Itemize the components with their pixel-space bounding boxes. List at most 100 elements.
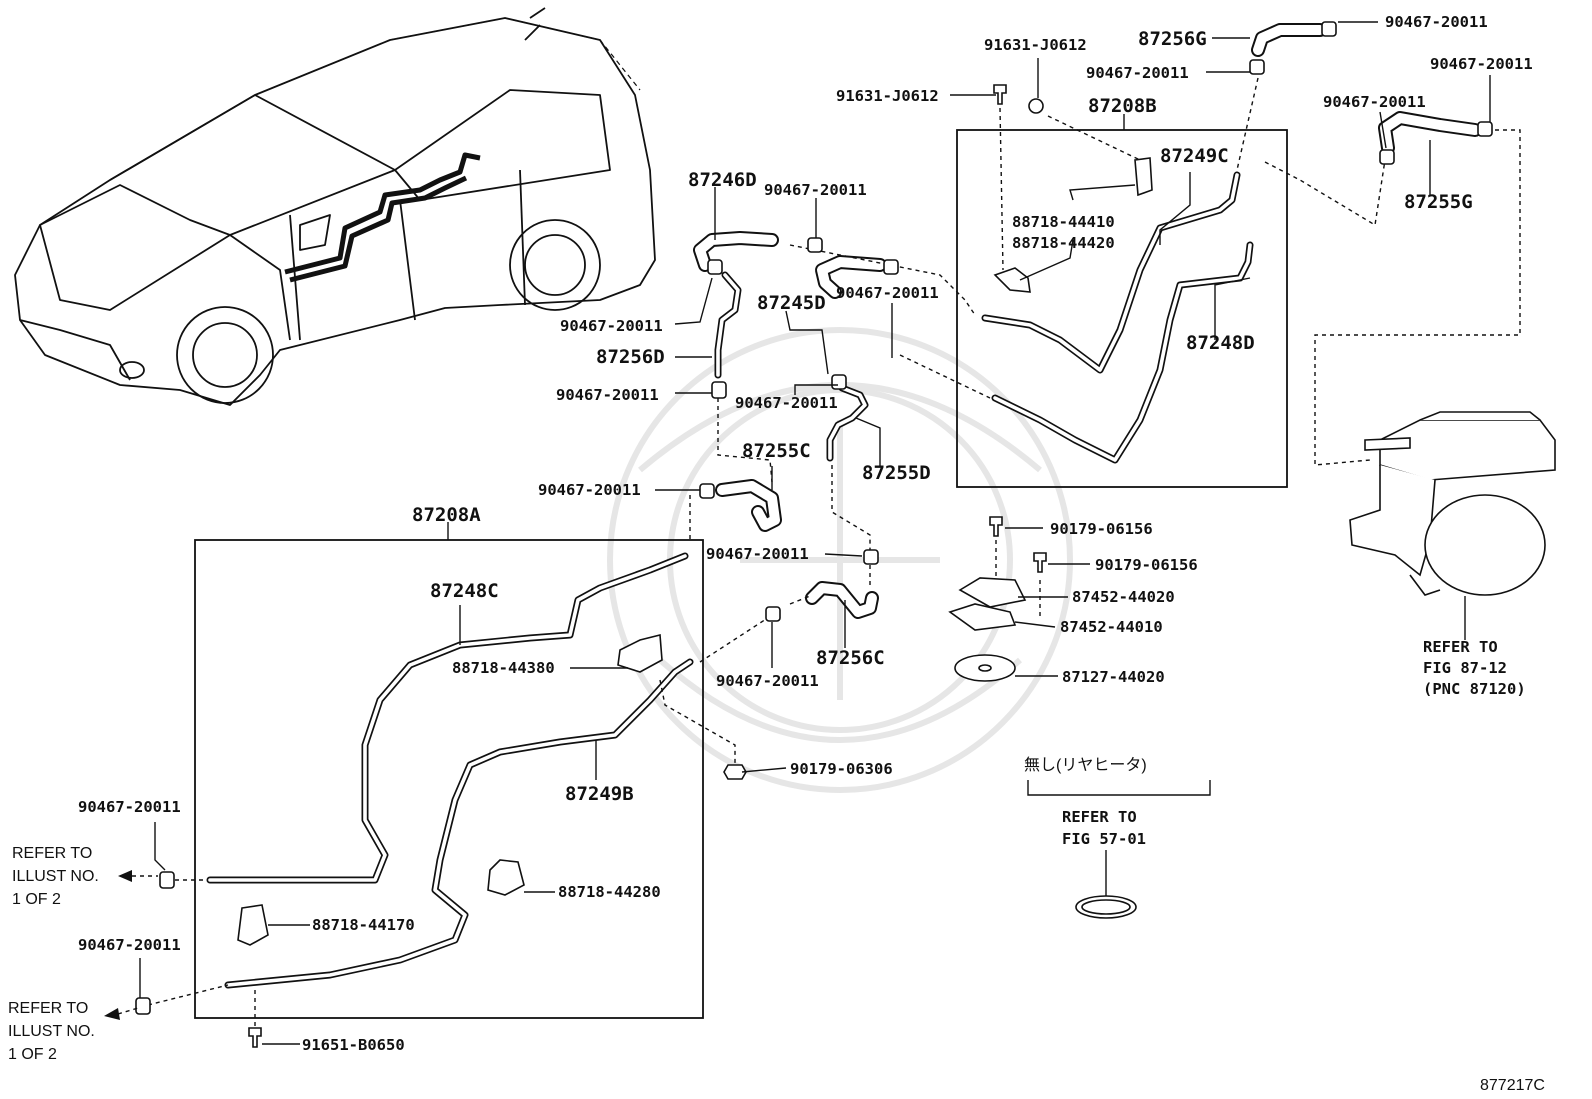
hose-87256c	[805, 581, 879, 619]
label-87249b: 87249B	[565, 783, 634, 805]
label-88718-44380: 88718-44380	[452, 659, 555, 677]
label-88718-44410: 88718-44410	[1012, 213, 1115, 231]
label-90179-06156: 90179-06156	[1095, 556, 1198, 574]
vehicle-illustration	[14, 7, 656, 406]
assembly-box-87208b	[956, 129, 1288, 488]
refer-fig-57-01-line2: FIG 57-01	[1062, 830, 1146, 848]
bracket-icon	[237, 904, 269, 946]
refer-fig-57-01-line1: REFER TO	[1062, 808, 1137, 826]
refer-illust-bottom-line2: ILLUST NO.	[8, 1023, 95, 1040]
refer-arrows	[104, 870, 158, 1020]
pipe-87248d	[991, 241, 1254, 464]
label-clamp: 90467-20011	[78, 798, 181, 816]
label-87256d: 87256D	[596, 346, 665, 368]
refer-illust-bottom-line1: REFER TO	[8, 1000, 88, 1017]
label-87245d: 87245D	[757, 292, 826, 314]
clamp-icon	[883, 259, 899, 275]
label-clamp: 90467-20011	[706, 545, 809, 563]
label-87127-44020: 87127-44020	[1062, 668, 1165, 686]
pipe-87249b	[224, 658, 694, 989]
clamp-icon	[1321, 21, 1337, 37]
label-87452-44010: 87452-44010	[1060, 618, 1163, 636]
clamp-icon	[135, 997, 151, 1015]
label-clamp: 90467-20011	[764, 181, 867, 199]
refer-illust-top-line3: 1 OF 2	[12, 891, 61, 908]
label-91631-j0612: 91631-J0612	[984, 36, 1087, 54]
refer-fig-87-12-line2: FIG 87-12	[1423, 659, 1507, 677]
bracket-icon	[617, 633, 663, 673]
label-clamp: 90467-20011	[538, 481, 641, 499]
clamp-icon	[699, 483, 715, 499]
bolt-icon	[1033, 552, 1047, 573]
bracket-icon	[993, 267, 1031, 293]
grommet-icon	[978, 664, 992, 672]
clamp-icons	[135, 21, 1493, 1048]
hose-87255d	[826, 384, 869, 462]
refer-illust-bottom-line3: 1 OF 2	[8, 1046, 57, 1063]
clamp-icon	[711, 381, 727, 399]
bolt-icon	[993, 84, 1007, 105]
label-87248d: 87248D	[1186, 332, 1255, 354]
label-clamp: 90467-20011	[1385, 13, 1488, 31]
label-87248c: 87248C	[430, 580, 499, 602]
rear-heater-unit	[1349, 411, 1556, 596]
bracket-icon	[487, 859, 525, 896]
label-clamp: 90467-20011	[1086, 64, 1189, 82]
hose-87256d	[714, 271, 742, 379]
o-ring-icon	[1081, 899, 1131, 915]
label-87246d: 87246D	[688, 169, 757, 191]
clamp-icon	[1379, 149, 1395, 165]
label-87208a: 87208A	[412, 504, 481, 526]
clamp-icon	[863, 549, 879, 565]
label-clamp: 90467-20011	[78, 936, 181, 954]
figure-id: 877217C	[1480, 1077, 1545, 1094]
label-91651-b0650: 91651-B0650	[302, 1036, 405, 1054]
label-clamp: 90467-20011	[716, 672, 819, 690]
hose-87245d	[815, 255, 887, 299]
clamp-icon	[707, 259, 723, 275]
label-87208b: 87208B	[1088, 95, 1157, 117]
dashed-connections	[147, 77, 1521, 1028]
condition-note: 無し(リヤヒータ)	[1024, 756, 1147, 774]
nut-icon	[723, 764, 747, 780]
label-88718-44170: 88718-44170	[312, 916, 415, 934]
label-clamp: 90467-20011	[1430, 55, 1533, 73]
plate-icon	[958, 577, 1027, 608]
hose-87255g	[1378, 111, 1482, 155]
bolt-icon	[989, 516, 1003, 537]
label-87249c: 87249C	[1160, 145, 1229, 167]
label-91631-j0612: 91631-J0612	[836, 87, 939, 105]
clamp-icon	[159, 871, 175, 889]
label-87256g: 87256G	[1138, 28, 1207, 50]
clamp-icon	[1249, 59, 1265, 75]
pipe-87249c	[981, 171, 1241, 374]
label-87255g: 87255G	[1404, 191, 1473, 213]
label-87256c: 87256C	[816, 647, 885, 669]
label-clamp: 90467-20011	[1323, 93, 1426, 111]
bracket-icon	[1134, 157, 1153, 197]
label-clamp: 90467-20011	[836, 284, 939, 302]
labels: 87208A 87208B 87246D 90467-20011 90467-2…	[8, 13, 1545, 1094]
hose-87256g	[1251, 23, 1327, 57]
bolt-icon	[1028, 98, 1044, 114]
clamp-icon	[765, 606, 781, 622]
label-87255c: 87255C	[742, 440, 811, 462]
refer-illust-top-line1: REFER TO	[12, 845, 92, 862]
hose-87246d	[693, 231, 779, 272]
leader-lines	[139, 21, 1491, 1045]
label-87452-44020: 87452-44020	[1072, 588, 1175, 606]
refer-illust-top-line2: ILLUST NO.	[12, 868, 99, 885]
label-clamp: 90467-20011	[556, 386, 659, 404]
bolt-icon	[248, 1027, 262, 1048]
clamp-icon	[831, 374, 847, 390]
clamp-icon	[807, 237, 823, 253]
label-88718-44280: 88718-44280	[558, 883, 661, 901]
refer-fig-87-12-line3: (PNC 87120)	[1423, 680, 1526, 698]
label-88718-44420: 88718-44420	[1012, 234, 1115, 252]
plate-icon	[948, 603, 1017, 631]
clamp-icon	[1477, 121, 1493, 137]
pipe-87248c	[206, 552, 689, 884]
label-90179-06306: 90179-06306	[790, 760, 893, 778]
label-clamp: 90467-20011	[560, 317, 663, 335]
